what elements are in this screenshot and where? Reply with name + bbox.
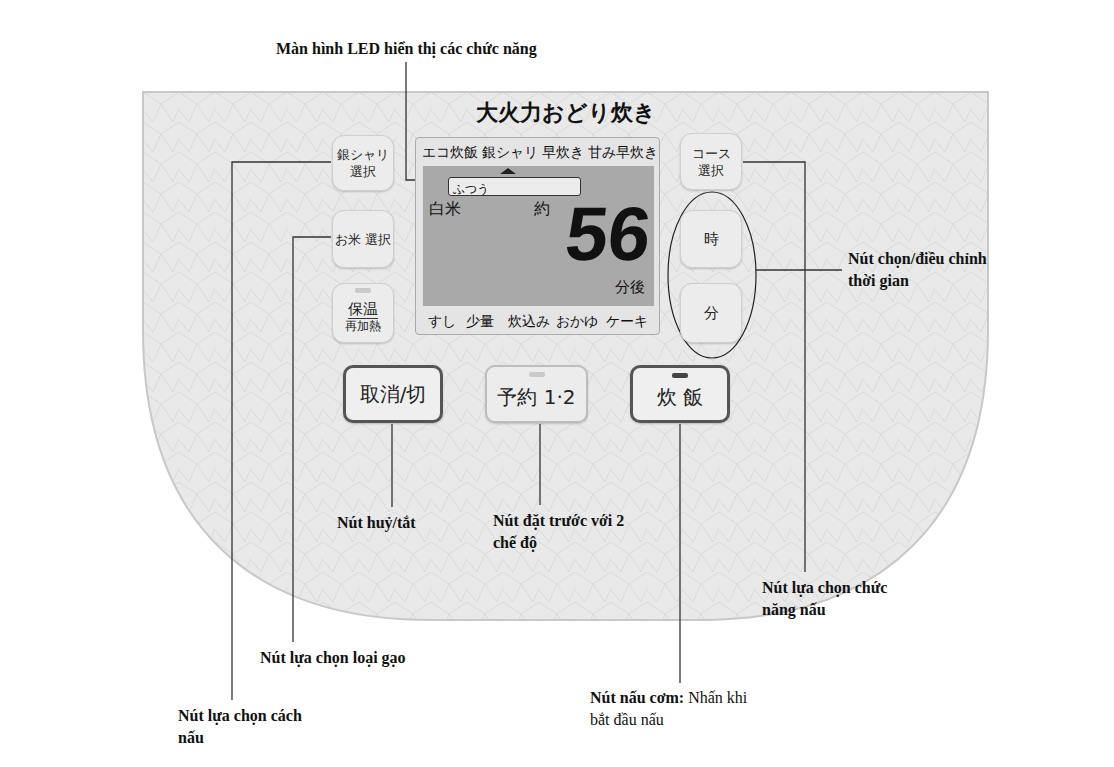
mode-text: ふつう (449, 182, 489, 196)
lcd-text: ケーキ (606, 313, 648, 329)
indicator-lamp (355, 288, 371, 293)
leader-line (232, 162, 331, 700)
time-button: 分 (680, 283, 742, 343)
time-buttons-ring (668, 192, 756, 358)
callout-label-group: Nút nấu cơm:Nhấn khi bắt đầu nấu (590, 687, 768, 731)
indicator-lamp (672, 373, 688, 378)
lcd-text: 約 (534, 200, 550, 218)
panel-outline (143, 92, 988, 620)
callout-label: Nút đặt trước với 2 chế độ (493, 510, 625, 554)
control-panel: 大火力おどり炊き銀シャリ 選択 コース 選択お米 選択 時保温再加熱 分取消/切 予約 … (143, 92, 988, 622)
button-text: 炊 飯 (657, 385, 703, 409)
lcd-display: エコ炊飯銀シャリ早炊き甘み早炊き白米 約 56 分後すし少量炊込みおかゆケーキ ふつう (415, 137, 660, 335)
timer-button: 予約 1·2 (485, 365, 588, 423)
leader-line (293, 237, 331, 642)
select-button: 銀シャリ 選択 (332, 135, 394, 191)
select-button: コース 選択 (680, 133, 742, 190)
lcd-text: 少量 (466, 313, 494, 329)
button-text: コース 選択 (681, 145, 741, 179)
cook-button: 炊 飯 (630, 365, 730, 423)
time-digits: 56 (562, 196, 655, 272)
keep-warm-button: 保温再加熱 (332, 283, 394, 343)
callout-label: Nút lựa chọn cách nấu (178, 705, 303, 749)
leader-line (756, 269, 842, 270)
button-text: 保温 (348, 301, 378, 319)
callout-label: Nút huỷ/tắt (337, 512, 416, 534)
time-button: 時 (680, 210, 742, 268)
lcd-text: 銀シャリ (482, 144, 538, 160)
lcd-text: 分後 (615, 279, 645, 296)
lcd-text: 早炊き (542, 144, 584, 160)
leader-line (391, 424, 392, 507)
cancel-button: 取消/切 (343, 365, 443, 423)
lcd-text: エコ炊飯 (422, 144, 478, 160)
brand-logo: 大火力おどり炊き (143, 98, 988, 128)
mode-box: ふつう (448, 177, 581, 196)
button-text: 取消/切 (360, 382, 427, 406)
lcd-text: 甘み早炊き (588, 144, 658, 160)
callout-label: Nút nấu cơm: (590, 689, 684, 706)
callout-label: Nút chọn/điều chỉnh thời gian (848, 248, 988, 292)
callout-label: Nút lựa chọn loại gạo (260, 647, 406, 669)
callout-label: Nút lựa chọn chức năng nấu (762, 577, 900, 621)
leader-line (539, 424, 540, 505)
leader-line (743, 162, 805, 572)
lcd-text: すし (428, 313, 456, 329)
button-text: 再加熱 (345, 319, 381, 334)
leader-line (679, 424, 680, 683)
button-text: 時 (704, 231, 719, 248)
button-text: 分 (704, 305, 719, 322)
lcd-text: おかゆ (556, 313, 598, 329)
select-button: お米 選択 (332, 210, 394, 268)
indicator-lamp (529, 372, 545, 377)
button-text: 銀シャリ 選択 (333, 146, 393, 180)
callout-label: Màn hình LED hiển thị các chức năng (276, 38, 537, 60)
lcd-text: 炊込み (508, 313, 550, 329)
button-text: 予約 1·2 (497, 385, 575, 409)
selection-marker (500, 168, 516, 174)
lcd-text: 白米 (429, 200, 461, 218)
button-text: お米 選択 (335, 231, 391, 248)
